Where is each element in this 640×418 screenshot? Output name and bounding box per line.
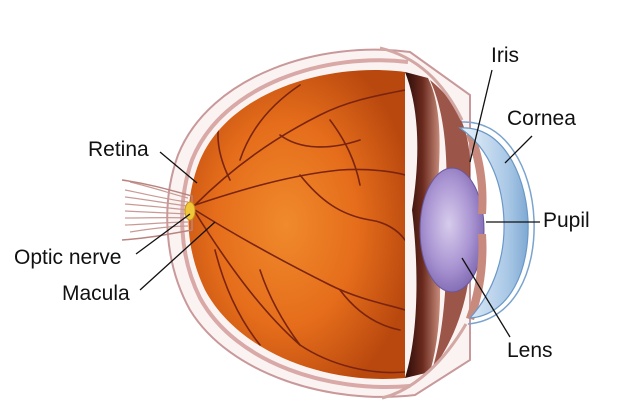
lens-shape	[419, 167, 485, 293]
leader-lens	[461, 257, 511, 338]
label-iris: Iris	[491, 44, 519, 67]
leader-lines	[135, 69, 540, 338]
retinal-blood-vessels	[194, 84, 405, 374]
label-optic-nerve: Optic nerve	[14, 246, 122, 269]
conjunctiva-top	[379, 46, 464, 121]
leader-cornea	[504, 135, 533, 164]
optic-nerve-fibers	[124, 181, 189, 233]
conjunctiva-bottom	[381, 323, 468, 400]
cornea-shape	[458, 127, 529, 319]
leader-macula	[139, 221, 216, 291]
label-macula: Macula	[62, 282, 130, 305]
label-pupil: Pupil	[543, 209, 590, 232]
cornea-outer-edge	[461, 121, 535, 325]
label-lens: Lens	[507, 339, 553, 362]
leader-iris	[469, 69, 493, 163]
label-retina: Retina	[88, 138, 149, 161]
label-cornea: Cornea	[507, 107, 576, 130]
leader-optic-nerve	[135, 213, 191, 255]
iris-tissue	[466, 132, 487, 214]
leader-retina	[159, 151, 198, 184]
iris-tissue-lower	[466, 234, 487, 320]
